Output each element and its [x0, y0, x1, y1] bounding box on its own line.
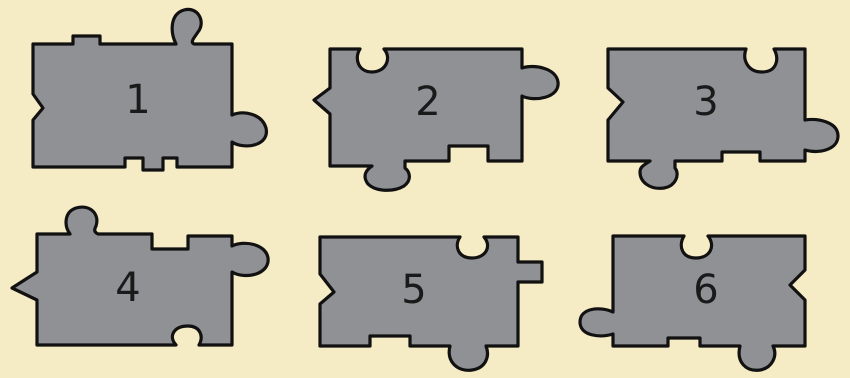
puzzle-piece-6[interactable]: [580, 236, 805, 370]
puzzle-piece-5[interactable]: [320, 237, 542, 370]
puzzle-piece-2[interactable]: [314, 49, 558, 190]
puzzle-piece-1[interactable]: [33, 9, 266, 170]
puzzle-piece-4[interactable]: [12, 207, 268, 345]
puzzle-piece-3[interactable]: [608, 49, 838, 188]
